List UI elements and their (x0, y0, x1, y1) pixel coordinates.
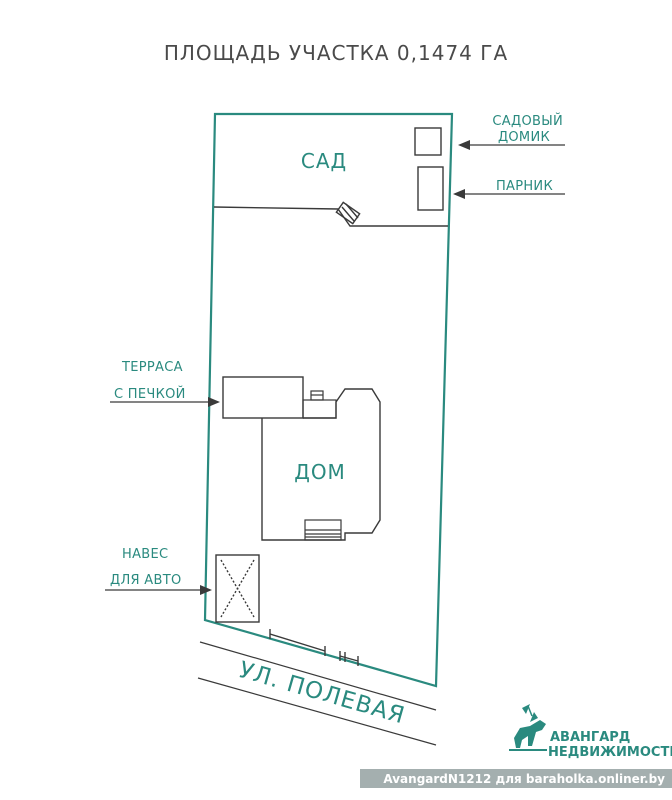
greenhouse-callout: ПАРНИК (453, 179, 565, 199)
carport-label-line1: НАВЕС (122, 547, 168, 562)
logo-line1: АВАНГАРД (550, 730, 630, 745)
front-entrance-steps (304, 519, 342, 541)
terrace-structure (222, 376, 304, 419)
greenhouse-structure (417, 166, 444, 211)
rear-porch-steps (302, 390, 337, 419)
house-label: ДОМ (294, 460, 346, 484)
terrace-label-line1: ТЕРРАСА (121, 360, 183, 375)
garden-house-label-line2: ДОМИК (498, 130, 550, 145)
street-name: УЛ. ПОЛЕВАЯ (236, 657, 408, 729)
company-logo: АВАНГАРД НЕДВИЖИМОСТЬ (509, 704, 672, 760)
garden-house-structure (414, 127, 442, 156)
watermark-bar (360, 769, 672, 788)
knight-horse-logo-icon (509, 704, 547, 751)
plot-area-title: ПЛОЩАДЬ УЧАСТКА 0,1474 ГА (164, 41, 508, 65)
garden-fence (213, 201, 448, 227)
terrace-callout: ТЕРРАСА С ПЕЧКОЙ (110, 360, 220, 407)
watermark-text: AvangardN1212 для baraholka.onliner.by (383, 772, 665, 786)
carport-callout: НАВЕС ДЛЯ АВТО (105, 547, 212, 595)
plot-boundary (203, 112, 454, 688)
logo-line2: НЕДВИЖИМОСТЬ (548, 745, 672, 760)
garden-gate (335, 201, 361, 225)
garden-label: САД (301, 149, 347, 173)
street-lines (197, 641, 437, 746)
garden-house-label-line1: САДОВЫЙ (492, 113, 563, 129)
garden-house-callout: САДОВЫЙ ДОМИК (458, 113, 565, 150)
front-fence (269, 629, 359, 666)
terrace-label-line2: С ПЕЧКОЙ (114, 386, 186, 402)
carport-label-line2: ДЛЯ АВТО (110, 573, 181, 588)
greenhouse-label: ПАРНИК (496, 179, 553, 194)
carport-structure (215, 554, 260, 623)
